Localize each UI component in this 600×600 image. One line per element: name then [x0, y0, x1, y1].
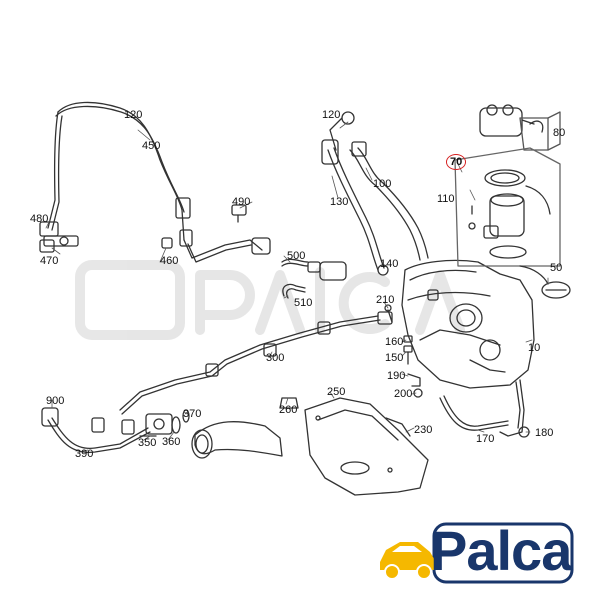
label-140: 140: [380, 258, 399, 270]
label-100: 100: [373, 178, 392, 190]
palca-logo: [380, 522, 574, 584]
label-50: 50: [550, 262, 563, 274]
hose-510: [282, 283, 306, 299]
label-10: 10: [528, 342, 541, 354]
label-190: 190: [387, 370, 406, 382]
label-300: 300: [266, 352, 285, 364]
nut-200: [413, 388, 423, 398]
oring-360: [171, 416, 181, 434]
label-110: 110: [437, 193, 455, 205]
sender-50: [519, 265, 571, 299]
label-370: 370: [183, 408, 202, 420]
label-390: 390: [75, 448, 94, 460]
filler-neck-130: [321, 139, 429, 271]
label-900: 900: [46, 395, 65, 407]
label-130: 130: [330, 196, 349, 208]
label-120: 120: [124, 109, 143, 121]
strap-170: [439, 379, 525, 437]
label-120b: 120: [322, 109, 341, 121]
label-490: 490: [232, 196, 251, 208]
label-210: 210: [376, 294, 395, 306]
label-450: 450: [142, 140, 161, 152]
label-360: 360: [162, 436, 181, 448]
label-250: 250: [327, 386, 346, 398]
pump-assembly: [454, 147, 561, 267]
label-480: 480: [30, 213, 49, 225]
leader-lines: [45, 121, 549, 453]
bolt-210: [384, 304, 393, 323]
car-icon: [380, 542, 436, 580]
bracket-230: [385, 417, 411, 437]
oring-370: [182, 409, 190, 423]
sensor-490: [231, 204, 247, 223]
label-80: 80: [553, 127, 566, 139]
filler-cap-120: [329, 111, 355, 151]
label-200: 200: [394, 388, 413, 400]
fuel-tank-10: [401, 259, 535, 389]
connector-470: [39, 239, 55, 253]
label-500: 500: [287, 250, 306, 262]
pump-module-80: [479, 104, 561, 151]
label-230: 230: [414, 424, 433, 436]
label-350: 350: [138, 437, 157, 449]
fuel-line-300: [119, 311, 393, 415]
grommet-140: [377, 264, 389, 276]
fuel-line-450: [39, 101, 271, 263]
connector-350: [139, 413, 173, 437]
fuel-line-390: [41, 407, 151, 454]
heat-shield-250: [304, 397, 429, 496]
label-170: 170: [476, 433, 495, 445]
label-470: 470: [40, 255, 59, 267]
bolt-150: [403, 345, 413, 365]
label-150: 150: [385, 352, 404, 364]
tube-piece: [191, 421, 283, 459]
clip-160: [403, 335, 413, 343]
label-70-highlighted: 70: [446, 154, 467, 170]
logo-text: Palca: [430, 519, 572, 582]
label-260: 260: [279, 404, 298, 416]
bracket-190: [407, 373, 421, 387]
hose-500: [281, 258, 347, 281]
watermark: [75, 260, 465, 340]
clip-460: [161, 237, 173, 249]
label-460: 460: [160, 255, 179, 267]
label-180: 180: [535, 427, 554, 439]
label-160: 160: [385, 336, 404, 348]
nut-260: [279, 397, 299, 409]
label-510: 510: [294, 297, 313, 309]
